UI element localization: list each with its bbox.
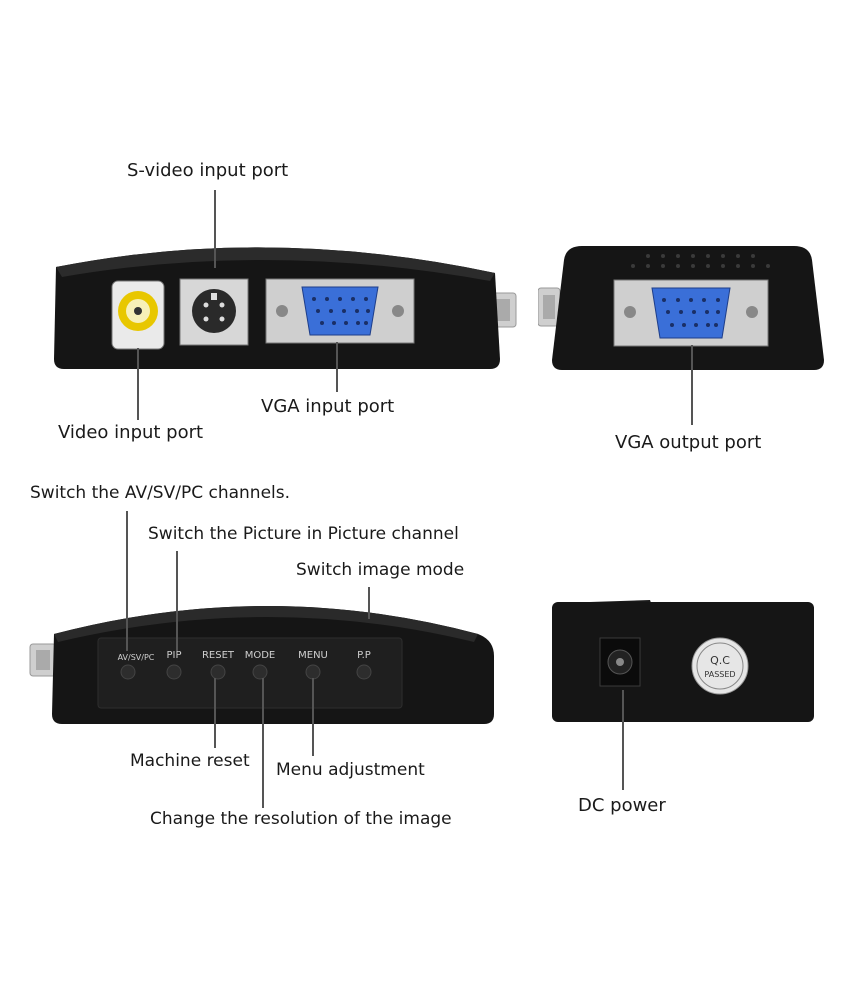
- qc-badge-line2: PASSED: [704, 670, 735, 679]
- pp-button[interactable]: [356, 664, 372, 680]
- callout-line-channels: [126, 511, 128, 651]
- qc-badge-line1: Q.C: [710, 654, 730, 667]
- label-video-input-port: Video input port: [58, 422, 204, 443]
- button-label-menu: MENU: [298, 650, 328, 661]
- label-switch-channels: Switch the AV/SV/PC channels.: [30, 483, 291, 503]
- button-label-reset: RESET: [202, 650, 235, 661]
- menu-button[interactable]: [305, 664, 321, 680]
- label-switch-pip: Switch the Picture in Picture channel: [148, 524, 459, 544]
- label-vga-output-port: VGA output port: [615, 432, 762, 453]
- label-machine-reset: Machine reset: [130, 751, 250, 771]
- avsvpc-button[interactable]: [120, 664, 136, 680]
- button-label-mode: MODE: [245, 650, 276, 661]
- callout-line-vga-output: [691, 345, 693, 425]
- device-button-panel: AV/SV/PC PIP RESET MODE MENU P.P: [29, 606, 494, 724]
- callout-line-video: [137, 348, 139, 420]
- callout-line-dc: [622, 690, 624, 790]
- device-power-side: ▮▮▮ Q.C PASSED: [552, 600, 814, 722]
- vga-input-connector: [265, 278, 415, 344]
- button-label-avsvpc: AV/SV/PC: [118, 653, 155, 662]
- label-change-resolution: Change the resolution of the image: [150, 809, 452, 829]
- vga-output-connector: [613, 279, 769, 347]
- callout-line-pip: [176, 551, 178, 651]
- button-label-pip: PIP: [166, 650, 181, 661]
- label-dc-power: DC power: [578, 795, 666, 816]
- reset-button[interactable]: [210, 664, 226, 680]
- qc-passed-badge: Q.C PASSED: [691, 637, 749, 695]
- dc-power-jack: [599, 637, 641, 687]
- device-output-panel: [538, 246, 824, 370]
- callout-line-mode: [368, 587, 370, 619]
- label-menu-adjustment: Menu adjustment: [276, 760, 425, 780]
- label-vga-input-port: VGA input port: [261, 396, 395, 417]
- callout-line-menu: [312, 678, 314, 756]
- callout-line-resolution: [262, 678, 264, 808]
- label-switch-mode: Switch image mode: [296, 560, 465, 580]
- callout-line-reset: [214, 678, 216, 748]
- device-input-panel: [54, 247, 517, 369]
- rca-video-port: [111, 280, 165, 350]
- callout-line-svideo: [214, 190, 216, 268]
- svideo-port: [179, 278, 249, 346]
- pip-button[interactable]: [166, 664, 182, 680]
- label-svideo-input-port: S-video input port: [127, 160, 289, 181]
- button-label-pp: P.P: [357, 650, 371, 661]
- callout-line-vga-input: [336, 342, 338, 392]
- mode-button[interactable]: [252, 664, 268, 680]
